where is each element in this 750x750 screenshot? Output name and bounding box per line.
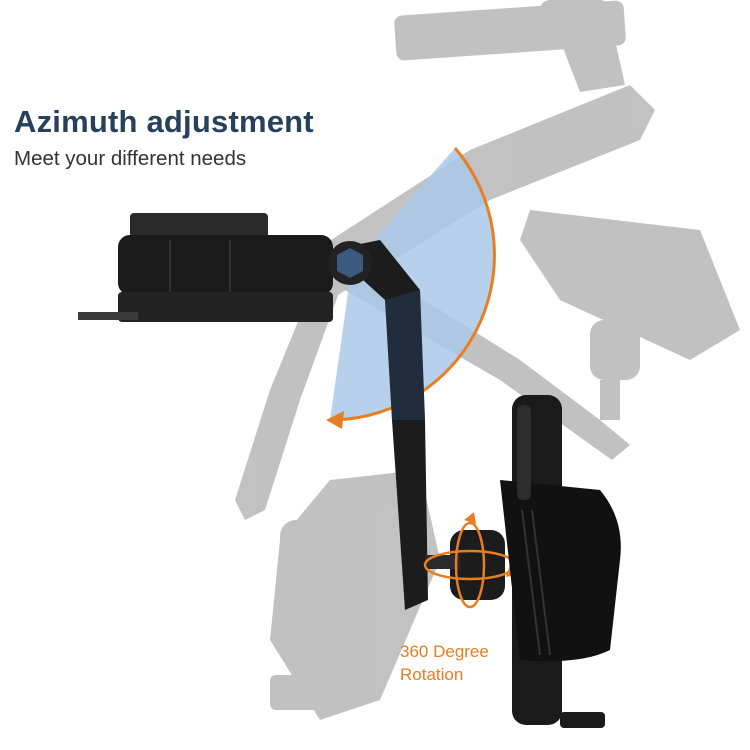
arc-arrowhead-icon: [326, 411, 344, 429]
page-subtitle: Meet your different needs: [14, 147, 247, 170]
rotation-label-line2: Rotation: [400, 665, 464, 684]
ball-joint: [450, 530, 505, 600]
rotation-label: 360 Degree Rotation: [400, 640, 489, 686]
suction-mount-base: [78, 213, 333, 322]
rotation-label-line1: 360 Degree: [400, 642, 489, 661]
page-title: Azimuth adjustment: [14, 104, 314, 139]
adjustment-arm: [330, 240, 428, 610]
azimuth-arc-arrow: [334, 147, 496, 422]
phone-clamp: [500, 395, 621, 728]
